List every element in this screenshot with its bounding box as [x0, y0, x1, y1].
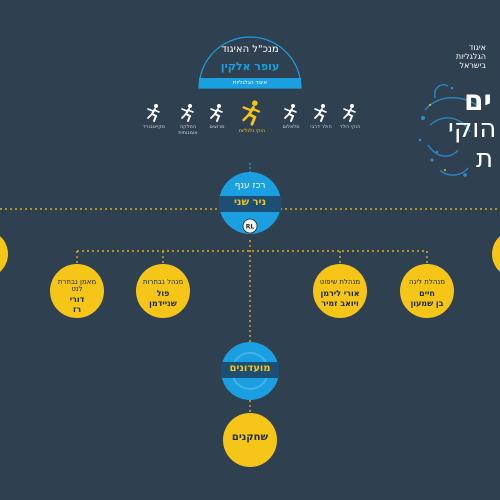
manager-2-role: מנהלת שיפוט: [319, 278, 361, 286]
sport-item-2[interactable]: הולר דרבי: [306, 103, 336, 131]
ceo-node: [198, 36, 302, 89]
manager-3-name-line2: שניידמן: [149, 299, 177, 308]
org-name-line2: הגלגליות: [455, 52, 486, 61]
branch-logo-circle: [242, 218, 258, 234]
manager-3-role: מנהל נבחרות: [142, 278, 184, 286]
sport-item-3[interactable]: סלאלום: [276, 103, 306, 131]
sport-label: החלקה אומנותית: [178, 124, 198, 136]
sport-item-5[interactable]: מרוצים: [202, 103, 232, 131]
manager-4-name-line1: דורי: [69, 295, 85, 304]
speed-skater-icon: [210, 104, 223, 122]
manager-4-role: מאמן נבחרת לנט: [57, 278, 97, 294]
manager-3-name-line1: פול: [156, 289, 170, 298]
hockey-player-icon: [343, 104, 356, 122]
header-title-line2: הוקי: [448, 114, 497, 144]
branch-logo-mark: RL: [246, 224, 255, 231]
left-edge-node: [0, 236, 8, 272]
players-label: שחקנים: [231, 432, 269, 443]
clubs-label: מועדונים: [229, 363, 271, 374]
branch-name-band: [219, 196, 281, 212]
org-name-line3: בישראל: [459, 61, 487, 70]
manager-node-4: [50, 264, 104, 318]
ceo-logo: איגוד הגלגליות: [232, 80, 268, 86]
inline-hockey-icon: [242, 100, 261, 126]
sport-label: סלאלום: [282, 124, 300, 130]
sport-label: הולר דרבי: [310, 124, 332, 130]
header-title-line1: ים: [464, 84, 492, 117]
sport-label: סקייטבורד: [142, 124, 166, 130]
derby-skater-icon: [314, 104, 327, 122]
players-node: [223, 413, 277, 467]
sport-label: הוקי רולר: [339, 124, 361, 130]
manager-node-3: [136, 264, 190, 318]
manager-node-1: [400, 264, 454, 318]
branch-title: רכז ענף: [234, 181, 266, 191]
sport-label: מרוצים: [209, 124, 225, 130]
manager-2-name-line1: אורי לירמן: [320, 289, 360, 298]
sport-item-4[interactable]: הוקי גלגליות: [237, 99, 267, 135]
skateboarder-icon: [147, 104, 160, 122]
branch-name: ניר שני: [233, 197, 267, 208]
manager-1-name-line2: בן שמעון: [410, 299, 444, 308]
sport-item-6[interactable]: החלקה אומנותית: [173, 103, 203, 137]
manager-node-2: [313, 264, 367, 318]
manager-2-name-line2: ויואב זמיר: [321, 299, 359, 308]
splash-dots: [418, 86, 467, 177]
splash-stars: [429, 95, 477, 171]
org-name-line1: איגוד: [469, 43, 486, 52]
header-title-line3: ת: [476, 144, 494, 174]
sport-item-7[interactable]: סקייטבורד: [139, 103, 169, 131]
manager-1-name-line1: חיים: [419, 289, 435, 298]
ceo-title: מנכ"ל האיגוד: [221, 44, 279, 55]
clubs-label-band: [221, 362, 279, 378]
sport-item-1[interactable]: הוקי רולר: [335, 103, 365, 131]
manager-1-role: מנהלת ליגה: [409, 278, 445, 286]
artistic-skater-icon: [181, 104, 194, 122]
ceo-name: עופר אלקין: [220, 60, 280, 73]
manager-4-name-line2: רז: [72, 305, 82, 314]
right-edge-node: [492, 236, 500, 272]
slalom-skater-icon: [284, 104, 297, 122]
ceo-logo-bar: [199, 78, 301, 88]
sport-label: הוקי גלגליות: [238, 128, 266, 134]
